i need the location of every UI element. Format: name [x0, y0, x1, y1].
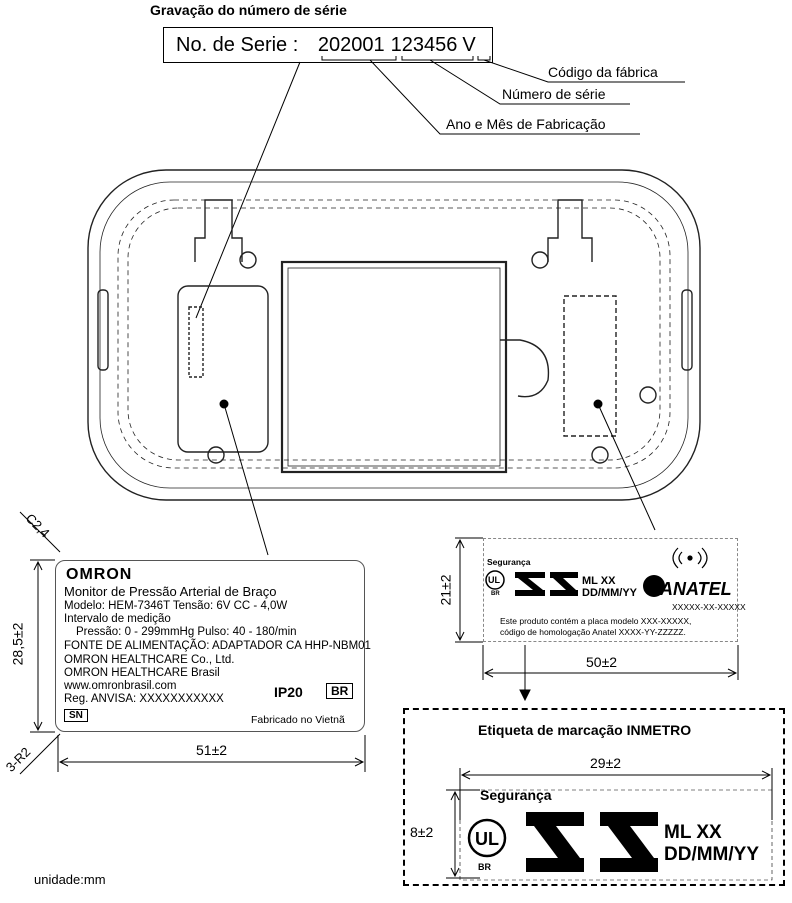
sn-badge: SN	[64, 709, 88, 722]
unit-note: unidade:mm	[34, 872, 106, 887]
serial-number-box	[163, 27, 493, 63]
company-line-1: OMRON HEALTHCARE Co., Ltd.	[64, 654, 235, 666]
dim-anatel-width: 50±2	[586, 654, 618, 670]
anatel-note-2: código de homologação Anatel XXXX-YY-ZZZ…	[500, 627, 686, 637]
omron-logo: OMRON	[66, 566, 133, 583]
inmetro-mark-small	[515, 572, 578, 596]
dim-rating-width: 51±2	[196, 742, 228, 758]
anatel-seguranca: Segurança	[487, 557, 531, 567]
leader-factory	[483, 59, 685, 83]
serial-factory-code: V	[462, 34, 476, 56]
serial-label: No. de Serie :	[176, 34, 299, 56]
ip-rating: IP20	[274, 684, 303, 700]
interval-values: Pressão: 0 - 299mmHg Pulso: 40 - 180/min	[76, 626, 297, 638]
wireless-icon	[672, 547, 708, 569]
dim-inmetro-height: 8±2	[410, 824, 434, 840]
rating-label	[55, 560, 365, 732]
callout-factory-code: Código da fábrica	[548, 64, 658, 80]
anatel-note-1: Este produto contém a placa modelo XXX-X…	[500, 616, 692, 626]
serial-year-month: 202001	[317, 34, 385, 56]
ul-mark-large	[467, 818, 507, 858]
made-in: Fabricado no Vietnã	[251, 714, 345, 726]
callout-serial-number: Número de série	[502, 86, 606, 102]
ul-mark-small	[485, 570, 505, 590]
country-badge: BR	[326, 683, 354, 699]
model-line: Modelo: HEM-7346T Tensão: 6V CC - 4,0W	[64, 600, 288, 612]
bracket-serial-number	[401, 56, 474, 61]
inmetro-ul-sub: BR	[478, 862, 491, 872]
anatel-logo: ANATEL	[660, 579, 732, 599]
dim-anatel-height: 21±2	[437, 574, 454, 606]
svg-text:UL: UL	[475, 829, 499, 849]
inmetro-label-box	[403, 708, 785, 886]
device-outline	[87, 169, 701, 501]
interval-title: Intervalo de medição	[64, 613, 171, 625]
anatel-logo-mark	[643, 575, 665, 597]
anatel-ul: UL	[488, 575, 500, 585]
company-line-2: OMRON HEALTHCARE Brasil	[64, 667, 220, 679]
inmetro-title: Etiqueta de marcação INMETRO	[478, 722, 692, 738]
anatel-ul-sub: BR	[491, 591, 500, 597]
product-name: Monitor de Pressão Arterial de Braço	[64, 584, 277, 599]
anatel-label	[483, 538, 738, 642]
serial-number-value: 123456	[390, 34, 458, 56]
anvisa-registration: Reg. ANVISA: XXXXXXXXXXX	[64, 693, 224, 705]
anatel-code: XXXXX-XX-XXXXX	[672, 602, 746, 612]
power-source: FONTE DE ALIMENTAÇÃO: ADAPTADOR CA HHP-N…	[64, 640, 371, 652]
dim-inmetro-width: 29±2	[590, 755, 622, 771]
inmetro-mark-large	[526, 812, 658, 872]
dim-rating-height: 28,5±2	[9, 622, 26, 666]
inmetro-seguranca: Segurança	[480, 787, 552, 803]
serial-engraving-title: Gravação do número de série	[150, 2, 347, 18]
bracket-year-month	[321, 56, 397, 61]
callout-manufacture-date: Ano e Mês de Fabricação	[446, 116, 606, 132]
website: www.omronbrasil.com	[64, 680, 177, 692]
